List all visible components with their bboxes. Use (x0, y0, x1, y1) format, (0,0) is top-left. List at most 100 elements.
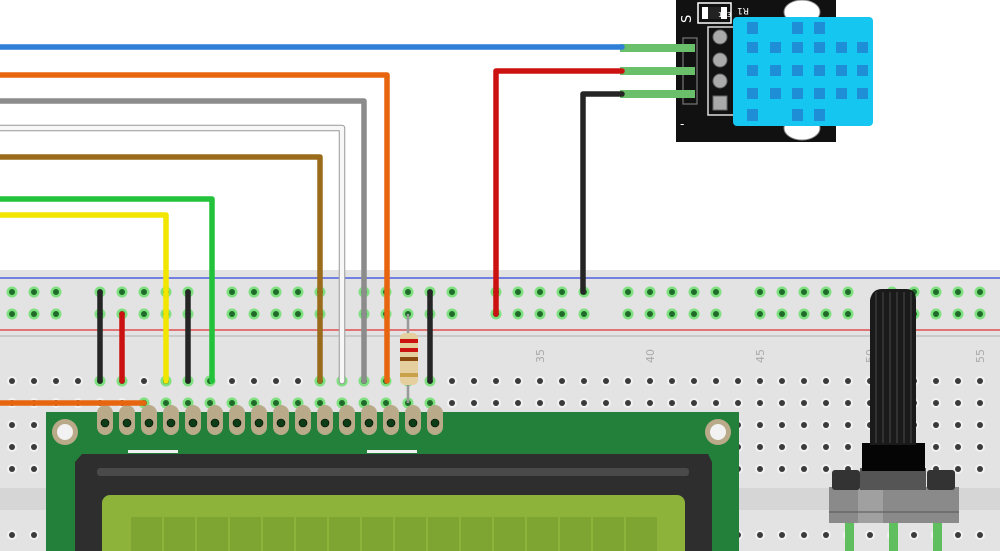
wire-white (0, 125, 345, 384)
column-label: 55 (974, 349, 987, 363)
breadboard-hole (713, 289, 719, 295)
sensor-leg (620, 44, 695, 52)
breadboard-hole (625, 289, 631, 295)
breadboard-hole (757, 532, 763, 538)
breadboard-hole (823, 289, 829, 295)
lcd-character-cell (428, 517, 459, 551)
breadboard-hole (9, 532, 15, 538)
breadboard-hole (691, 400, 697, 406)
breadboard-hole (933, 378, 939, 384)
lcd-character-cell (626, 517, 657, 551)
breadboard-hole (295, 400, 301, 406)
breadboard-hole (361, 400, 367, 406)
breadboard-hole (669, 400, 675, 406)
breadboard-hole (955, 422, 961, 428)
breadboard-hole (31, 466, 37, 472)
pot-leg (845, 518, 854, 551)
breadboard-hole (779, 466, 785, 472)
breadboard-hole (823, 466, 829, 472)
pot-tab (927, 470, 955, 490)
breadboard-hole (9, 422, 15, 428)
breadboard-hole (515, 378, 521, 384)
breadboard-hole (295, 378, 301, 384)
breadboard-hole (9, 378, 15, 384)
pot-bushing (862, 443, 925, 471)
dome-vent (747, 88, 758, 99)
breadboard-hole (647, 311, 653, 317)
breadboard-hole (295, 289, 301, 295)
lcd-display (46, 405, 739, 551)
dome-vent (792, 42, 803, 53)
resistor-outline (697, 2, 732, 24)
breadboard-hole (801, 289, 807, 295)
breadboard-hole (625, 311, 631, 317)
breadboard-hole (801, 400, 807, 406)
breadboard-hole (977, 378, 983, 384)
breadboard-hole (779, 444, 785, 450)
breadboard-hole (273, 311, 279, 317)
breadboard-hole (801, 444, 807, 450)
breadboard-hole (955, 532, 961, 538)
breadboard-hole (647, 289, 653, 295)
breadboard-hole (955, 444, 961, 450)
smd-resistor-body (708, 7, 721, 19)
pot-shaft (870, 289, 916, 445)
breadboard-hole (53, 311, 59, 317)
breadboard-hole (691, 378, 697, 384)
sensor-label-signal: S (680, 15, 695, 23)
breadboard-hole (295, 311, 301, 317)
breadboard-hole (955, 378, 961, 384)
breadboard-hole (603, 400, 609, 406)
breadboard-hole (31, 444, 37, 450)
lcd-character-cell (494, 517, 525, 551)
breadboard-hole (801, 311, 807, 317)
breadboard-hole (801, 422, 807, 428)
lcd-marker (367, 450, 417, 453)
breadboard-hole (977, 289, 983, 295)
breadboard-hole (515, 289, 521, 295)
breadboard-hole (339, 400, 345, 406)
breadboard-hole (779, 400, 785, 406)
breadboard-hole (9, 466, 15, 472)
breadboard-hole (405, 289, 411, 295)
lcd-pin-hole (166, 418, 176, 428)
lcd-mount-hole (710, 424, 726, 440)
breadboard-hole (185, 400, 191, 406)
dome-vent (792, 88, 803, 99)
column-label: 40 (644, 349, 657, 363)
breadboard-hole (119, 289, 125, 295)
breadboard-hole (273, 378, 279, 384)
breadboard-hole (977, 532, 983, 538)
sensor-label-minus: - (680, 117, 684, 131)
breadboard-hole (779, 378, 785, 384)
dome-vent (747, 109, 758, 121)
breadboard-hole (977, 422, 983, 428)
resistor-band (400, 348, 418, 352)
resistor-ref: R1 (737, 5, 749, 15)
breadboard-hole (229, 289, 235, 295)
wire-black-sensor (580, 91, 625, 295)
lcd-pin-hole (100, 418, 110, 428)
breadboard-hole (559, 378, 565, 384)
lcd-character-cell (593, 517, 624, 551)
breadboard-hole (713, 400, 719, 406)
wire-red-sensor (493, 68, 625, 317)
column-label: 45 (754, 349, 767, 363)
breadboard-hole (735, 400, 741, 406)
breadboard-hole (559, 289, 565, 295)
breadboard-hole (933, 311, 939, 317)
breadboard-hole (757, 422, 763, 428)
lcd-pin-hole (188, 418, 198, 428)
dome-vent (814, 65, 825, 76)
breadboard-hole (559, 311, 565, 317)
breadboard-hole (845, 378, 851, 384)
breadboard-hole (845, 422, 851, 428)
breadboard-hole (229, 378, 235, 384)
breadboard-hole (845, 444, 851, 450)
breadboard-hole (9, 289, 15, 295)
breadboard-hole (691, 289, 697, 295)
breadboard-hole (273, 400, 279, 406)
breadboard-hole (471, 378, 477, 384)
breadboard-hole (537, 378, 543, 384)
resistor-band (400, 339, 418, 343)
